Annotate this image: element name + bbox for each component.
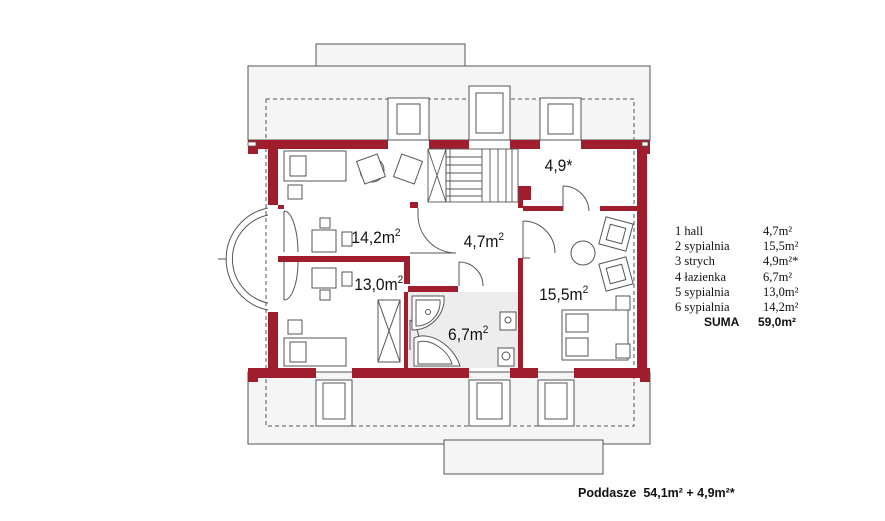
- room-area-label: 4,7m2: [464, 231, 505, 252]
- room-area-label: 6,7m2: [448, 324, 489, 345]
- dormers-top: [387, 85, 582, 141]
- room-area-label: 13,0m2: [354, 274, 403, 295]
- furniture-left: [283, 150, 424, 367]
- furniture-right: [561, 216, 634, 361]
- dormers-bottom: [315, 379, 575, 427]
- room-area-label: 4,9*: [545, 156, 573, 175]
- floor-summary-value: 54,1m² + 4,9m²*: [643, 486, 735, 500]
- wall-openings: [247, 141, 649, 147]
- room-labels: 14,2m2 13,0m2 4,7m2 6,7m2 15,5m2 4,9*: [351, 156, 588, 344]
- bay-window: [218, 207, 269, 311]
- walls: [248, 140, 650, 382]
- floor-summary: Poddasze 54,1m² + 4,9m²*: [578, 486, 735, 500]
- floor-summary-label: Poddasze: [578, 486, 637, 500]
- room-area-label: 15,5m2: [539, 284, 588, 305]
- staircase: [427, 148, 519, 203]
- bathroom-fixtures: [411, 295, 517, 367]
- roof-dashed-line: [265, 98, 635, 427]
- room-area-label: 14,2m2: [351, 227, 400, 248]
- interior-lines: [283, 185, 590, 351]
